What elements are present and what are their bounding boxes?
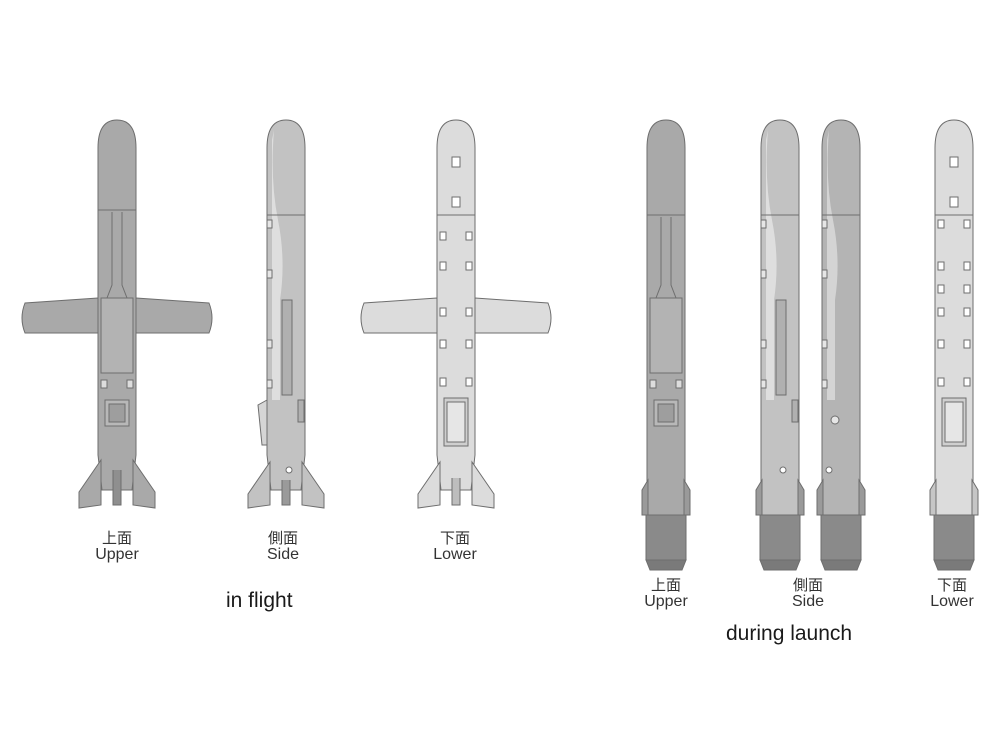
label-en: Upper xyxy=(644,592,688,610)
group-title-launch: during launch xyxy=(726,622,853,645)
label-jp: 下面 xyxy=(439,529,470,547)
missile-launch-side-a xyxy=(755,119,805,571)
label-flight-lower: 下面 Lower xyxy=(415,529,495,564)
label-en: Upper xyxy=(95,545,139,563)
group-title-flight: in flight xyxy=(226,589,293,612)
label-en: Side xyxy=(266,545,300,563)
label-jp: 側面 xyxy=(267,529,298,547)
label-jp: 上面 xyxy=(650,576,681,594)
label-flight-upper: 上面 Upper xyxy=(77,529,157,564)
missile-launch-upper xyxy=(641,119,691,571)
missile-flight-side xyxy=(247,119,325,509)
label-launch-lower: 下面 Lower xyxy=(912,576,992,611)
missile-flight-upper xyxy=(21,119,213,509)
missile-flight-lower xyxy=(360,119,552,509)
label-en: Lower xyxy=(433,545,477,563)
missile-launch-lower xyxy=(929,119,979,571)
label-jp: 下面 xyxy=(936,576,967,594)
label-flight-side: 側面 Side xyxy=(243,529,323,564)
label-en: Lower xyxy=(930,592,974,610)
missile-launch-side-b xyxy=(816,119,866,571)
label-jp: 上面 xyxy=(101,529,132,547)
label-jp: 側面 xyxy=(792,576,823,594)
label-launch-side: 側面 Side xyxy=(768,576,848,611)
label-en: Side xyxy=(791,592,825,610)
label-launch-upper: 上面 Upper xyxy=(626,576,706,611)
